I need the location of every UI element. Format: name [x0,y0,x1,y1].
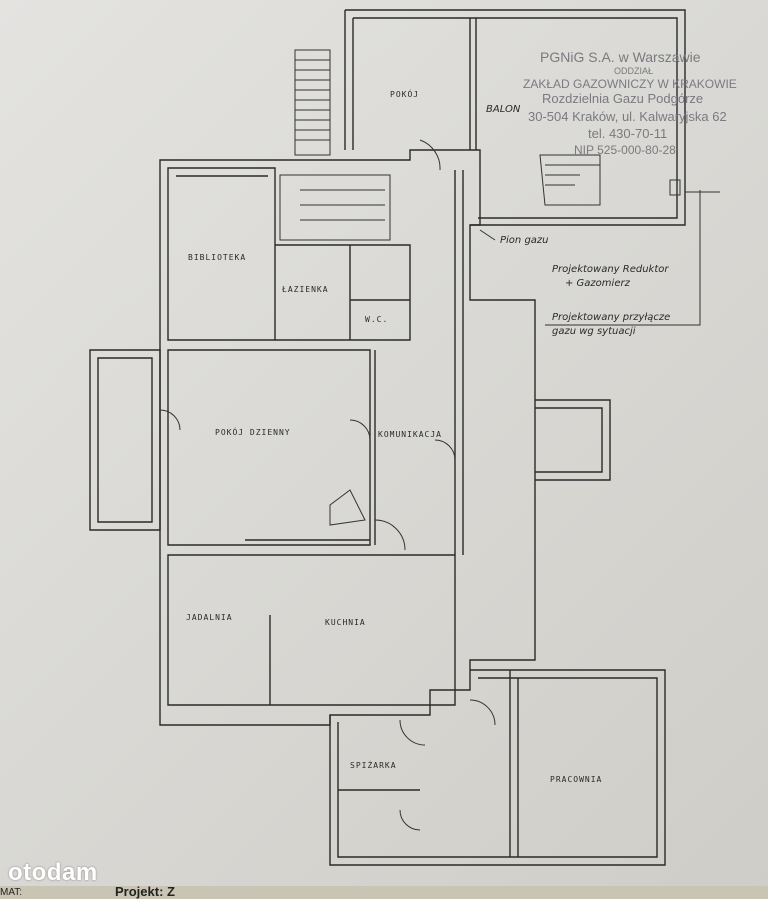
room-label-balon: BALON [486,104,521,115]
stamp-company: PGNiG S.A. w Warszawie [540,49,701,65]
stamp-phone: tel. 430-70-11 [588,126,667,141]
otodam-watermark: otodam [8,859,98,886]
room-label-spizarka: SPIŻARKA [350,760,397,770]
annotation-pion-gazu: Pion gazu [500,235,549,246]
annotation-reduktor-2: + Gazomierz [565,278,631,289]
annotation-przylacze-1: Projektowany przyłącze [552,312,670,323]
room-label-pokoj-dzienny: POKÓJ DZIENNY [215,426,291,437]
room-label-jadalnia: JADALNIA [186,613,233,622]
stamp-address: 30-504 Kraków, ul. Kalwaryjska 62 [528,109,727,124]
room-label-lazienka: ŁAZIENKA [281,285,329,294]
room-label-pracownia: PRACOWNIA [550,775,602,784]
stamp-unit: Rozdzielnia Gazu Podgórze [542,91,703,106]
room-label-wc: W.C. [365,315,388,324]
room-label-komunikacja: KOMUNIKACJA [378,430,442,439]
room-label-biblioteka: BIBLIOTEKA [188,253,246,262]
stamp-nip: NIP 525-000-80-28 [574,143,676,157]
room-label-kuchnia: KUCHNIA [325,618,366,627]
title-block-strip [0,886,768,899]
company-stamp: PGNiG S.A. w Warszawie ODDZIAŁ ZAKŁAD GA… [523,49,737,157]
footer-mat-label: MAT: [0,887,23,898]
stamp-plant: ZAKŁAD GAZOWNICZY W KRAKOWIE [523,77,737,91]
stamp-division: ODDZIAŁ [614,66,653,76]
footer-project-label: Projekt: Z [115,884,175,899]
annotation-przylacze-2: gazu wg sytuacji [552,326,636,337]
walls [89,9,720,866]
room-label-pokoj: POKÓJ [390,88,419,99]
annotation-reduktor-1: Projektowany Reduktor [552,264,669,275]
